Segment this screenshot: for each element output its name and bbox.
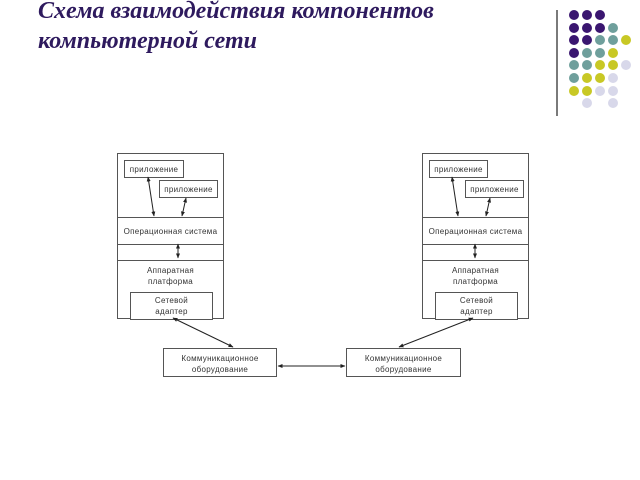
arrow-right-adapter-comm bbox=[398, 317, 474, 348]
decorative-dot bbox=[582, 60, 592, 71]
adapter-label-2: адаптер bbox=[460, 307, 493, 316]
hardware-label-1: Аппаратная bbox=[451, 266, 500, 275]
comm-label-2: оборудование bbox=[375, 365, 432, 374]
decorative-dot bbox=[595, 47, 605, 58]
os-label: Операционная система bbox=[123, 227, 218, 236]
app-box-left-2: приложение bbox=[159, 180, 218, 198]
decorative-dot bbox=[569, 10, 579, 20]
decorative-dot bbox=[569, 47, 579, 58]
arrow-left-app2-os bbox=[181, 197, 187, 217]
decorative-dot bbox=[621, 35, 631, 46]
decorative-dot bbox=[595, 73, 605, 83]
decorative-dot bbox=[595, 35, 605, 46]
os-section-right: Операционная система bbox=[423, 217, 528, 244]
decorative-dot bbox=[608, 35, 618, 46]
app-label: приложение bbox=[164, 184, 213, 194]
decorative-dot bbox=[608, 98, 618, 109]
decorative-dot bbox=[595, 22, 605, 33]
decorative-dot bbox=[582, 98, 592, 109]
decorative-dot bbox=[582, 85, 592, 96]
decorative-dot bbox=[608, 73, 618, 83]
decorative-dot bbox=[608, 85, 618, 96]
hardware-section-right: Аппаратная платформа Сетевой адаптер bbox=[423, 260, 528, 320]
decorative-dot bbox=[595, 60, 605, 71]
decorative-dot bbox=[608, 22, 618, 33]
adapter-label-2: адаптер bbox=[155, 307, 188, 316]
decorative-dot bbox=[621, 60, 631, 71]
decorative-dot bbox=[569, 85, 579, 96]
page-title: Схема взаимодействия компонентов компьют… bbox=[38, 0, 434, 54]
decorative-dot bbox=[582, 35, 592, 46]
computer-left: приложение приложение Операционная систе… bbox=[117, 153, 224, 320]
decorative-divider bbox=[556, 10, 558, 116]
decorative-dot bbox=[608, 47, 618, 58]
arrow-right-app1-os bbox=[450, 176, 460, 217]
arrow-right-app2-os bbox=[485, 197, 491, 217]
comm-equipment-left: Коммуникационное оборудование bbox=[163, 348, 277, 377]
decorative-dot bbox=[569, 22, 579, 33]
os-hw-gap-left bbox=[118, 244, 223, 260]
decorative-dot bbox=[595, 85, 605, 96]
adapter-label-1: Сетевой bbox=[459, 296, 494, 305]
app-label: приложение bbox=[129, 164, 179, 174]
os-section-left: Операционная система bbox=[118, 217, 223, 244]
comm-label-2: оборудование bbox=[191, 365, 249, 374]
app-label: приложение bbox=[434, 164, 483, 174]
comm-equipment-right: Коммуникационное оборудование bbox=[346, 348, 461, 377]
arrow-left-adapter-comm bbox=[172, 317, 234, 348]
app-box-right-2: приложение bbox=[465, 180, 524, 198]
decorative-dot bbox=[569, 60, 579, 71]
decorative-dot bbox=[582, 22, 592, 33]
comm-label-1: Коммуникационное bbox=[181, 354, 259, 363]
decorative-dot bbox=[582, 73, 592, 83]
decorative-dot bbox=[582, 10, 592, 20]
arrow-left-app1-os bbox=[146, 176, 156, 217]
hardware-label-1: Аппаратная bbox=[146, 266, 195, 275]
decorative-dot bbox=[569, 73, 579, 83]
computer-right: приложение приложение Операционная систе… bbox=[422, 153, 529, 320]
network-adapter-right: Сетевой адаптер bbox=[435, 292, 518, 320]
decorative-dot bbox=[582, 47, 592, 58]
app-label: приложение bbox=[470, 184, 519, 194]
decorative-dot bbox=[595, 10, 605, 20]
os-label: Операционная система bbox=[428, 227, 523, 236]
hardware-label-2: платформа bbox=[452, 277, 499, 286]
hardware-label-2: платформа bbox=[147, 277, 194, 286]
decorative-dot bbox=[569, 35, 579, 46]
comm-label-1: Коммуникационное bbox=[364, 354, 443, 363]
hardware-section-left: Аппаратная платформа Сетевой адаптер bbox=[118, 260, 223, 320]
decorative-dot bbox=[608, 60, 618, 71]
network-adapter-left: Сетевой адаптер bbox=[130, 292, 213, 320]
adapter-label-1: Сетевой bbox=[154, 296, 189, 305]
